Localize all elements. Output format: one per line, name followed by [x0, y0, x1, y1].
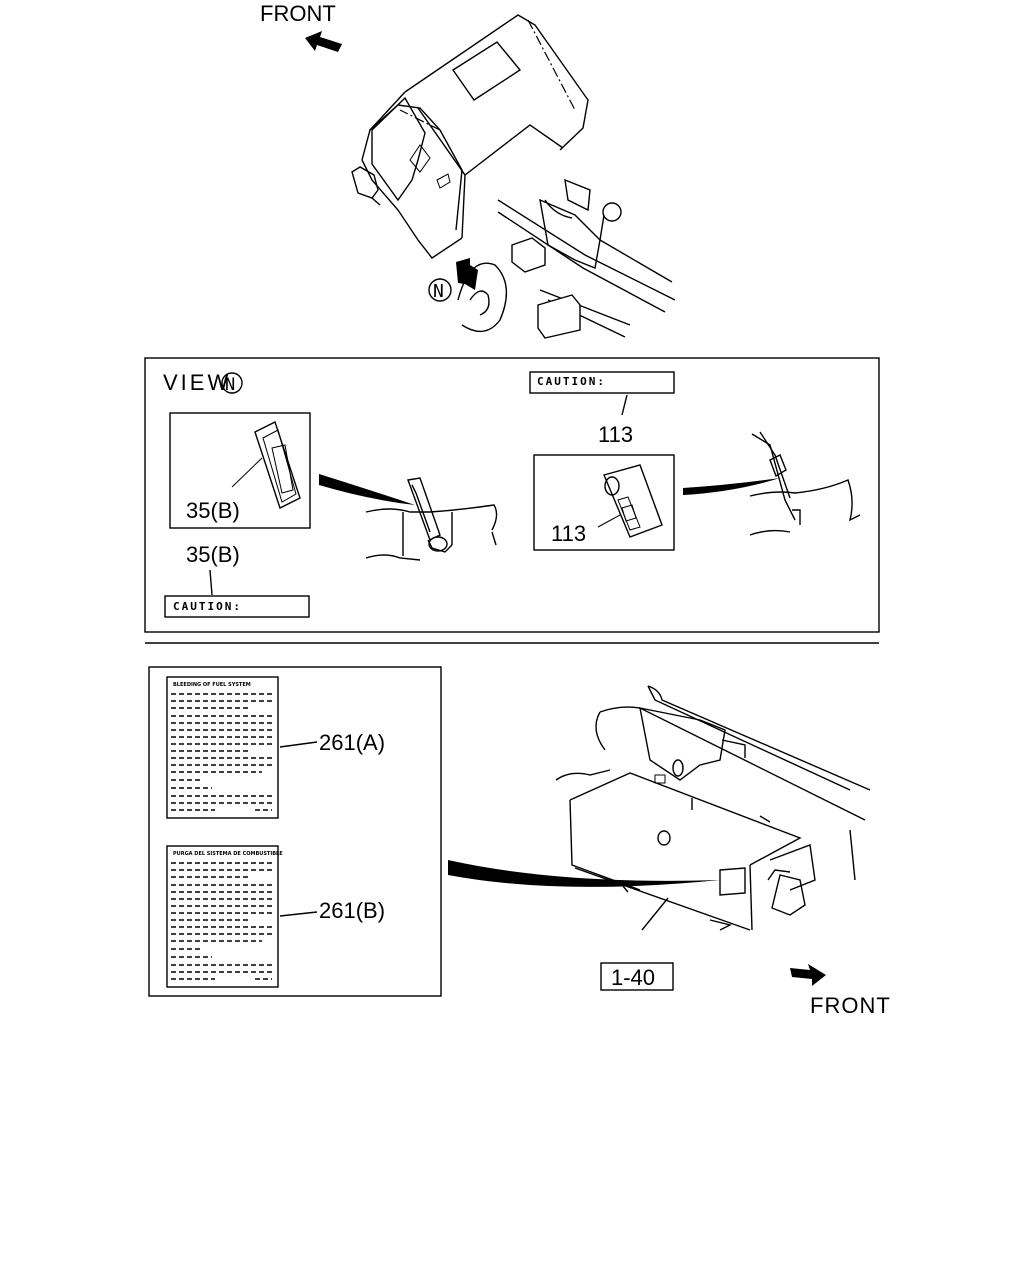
callout-35b-below: 35(B): [186, 542, 240, 567]
view-n-marker-top: N: [433, 281, 444, 302]
view-label: VIEW: [163, 370, 231, 395]
front-arrow-bottom-icon: [790, 964, 826, 986]
tank-label-decal: [719, 867, 746, 896]
inset-labels-261: [148, 666, 442, 997]
view-panel-border: [144, 357, 880, 633]
callout-113-above: 113: [598, 422, 633, 447]
fuel-system-section: BLEEDING OF FUEL SYSTEM 261(A) PURGA DEL: [148, 666, 891, 1018]
callout-261b: 261(B): [319, 898, 385, 923]
leader-wedge-left: [319, 474, 415, 505]
caution-text-113: CAUTION:: [537, 375, 606, 388]
leader-wedge-right: [683, 478, 780, 495]
fuel-tank-illustration: [555, 685, 871, 931]
label-261a-title: BLEEDING OF FUEL SYSTEM: [173, 682, 251, 688]
caution-box-35b: [164, 595, 310, 618]
callout-35b-inset: 35(B): [186, 498, 240, 523]
inset-label-35b: [169, 412, 311, 529]
label-261a-sticker: [166, 676, 279, 819]
label-261b-title: PURGA DEL SISTEMA DE COMBUSTIBLE: [173, 851, 283, 857]
front-label-top: FRONT: [260, 1, 336, 26]
front-arrow-top-icon: [305, 31, 342, 52]
label-261b-text-lines: [171, 862, 272, 980]
label-261a-text-lines: [171, 693, 272, 811]
caution-box-113: [529, 371, 675, 394]
inset-label-113: [533, 454, 675, 551]
front-label-bottom: FRONT: [810, 993, 891, 1018]
view-n-marker-circle: [428, 278, 452, 302]
callout-113-inset: 113: [551, 521, 586, 546]
caution-text-35b: CAUTION:: [173, 600, 242, 613]
view-n-panel: VIEW N 35(B) 35(B) CAUTION: CAUTION: 113: [144, 357, 880, 633]
ref-box-text: 1-40: [611, 965, 655, 990]
ref-box-1-40: [600, 962, 674, 991]
callout-261a: 261(A): [319, 730, 385, 755]
view-n-marker-panel: N: [225, 375, 235, 395]
label-261b-sticker: [166, 845, 279, 988]
truck-cab-illustration: FRONT: [260, 1, 676, 339]
view-direction-arrow-icon: [456, 258, 478, 290]
leader-wedge-bottom: [448, 860, 720, 887]
